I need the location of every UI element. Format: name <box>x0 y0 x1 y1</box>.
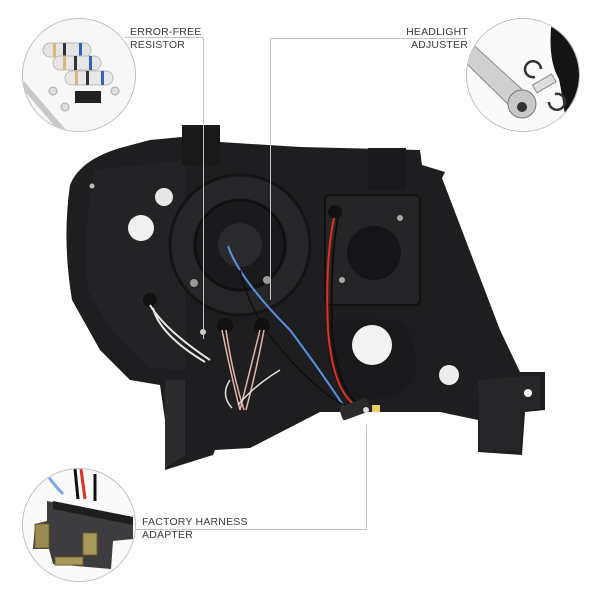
harness-label-line1: FACTORY HARNESS <box>142 516 248 528</box>
adjuster-callout-line-h <box>270 38 466 39</box>
adjuster-label-line1: HEADLIGHT <box>406 26 468 38</box>
harness-detail-circle <box>22 468 136 582</box>
adjuster-label-line2: ADJUSTER <box>410 39 468 51</box>
harness-callout-line-h <box>136 529 367 530</box>
resistor-label: ERROR-FREE RESISTOR <box>130 26 201 52</box>
adjuster-detail-circle <box>466 18 580 132</box>
adjuster-label: HEADLIGHT ADJUSTER <box>404 26 468 52</box>
harness-callout-line-v <box>366 425 367 530</box>
resistor-callout-line-h <box>125 37 204 38</box>
harness-connector-icon <box>23 469 135 581</box>
resistor-icon <box>23 19 135 131</box>
harness-label: FACTORY HARNESS ADAPTER <box>142 516 248 542</box>
resistor-label-line1: ERROR-FREE <box>130 26 202 38</box>
adjuster-callout-line-v <box>270 38 271 300</box>
resistor-label-line2: RESISTOR <box>130 39 186 51</box>
resistor-detail-circle <box>22 18 136 132</box>
harness-label-line2: ADAPTER <box>142 529 193 541</box>
ratchet-adjuster-icon <box>467 19 579 131</box>
resistor-callout-line-v <box>203 37 204 339</box>
